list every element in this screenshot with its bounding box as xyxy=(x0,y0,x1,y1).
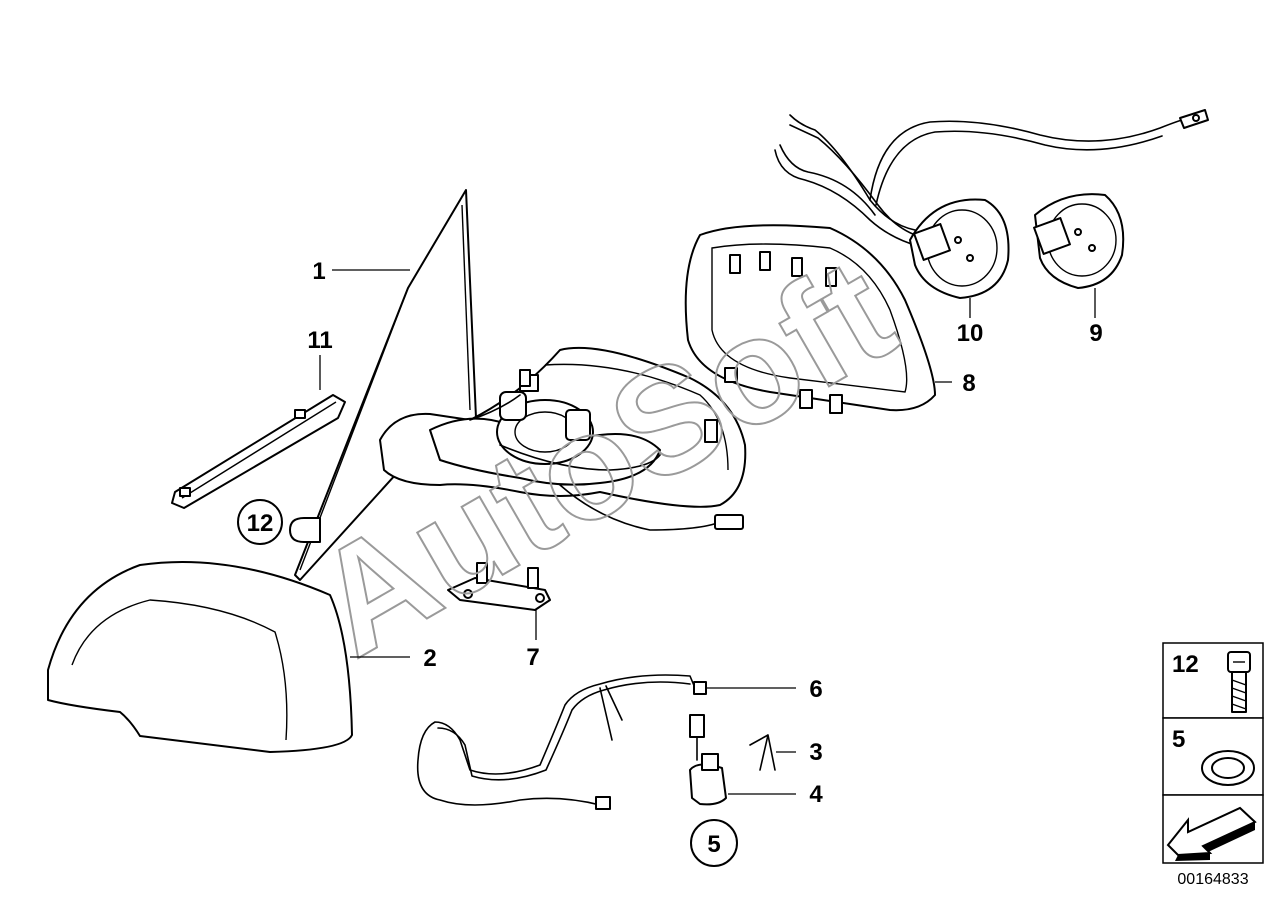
label-5: 5 xyxy=(707,831,720,858)
label-6: 6 xyxy=(809,676,822,703)
label-3: 3 xyxy=(809,739,822,766)
legend-label-5: 5 xyxy=(1172,726,1185,753)
sensor-part xyxy=(689,714,727,806)
label-11: 11 xyxy=(307,327,332,354)
seal-ring-icon xyxy=(1201,750,1255,786)
bolt-stub-part xyxy=(289,517,321,543)
bracket-part xyxy=(447,562,551,611)
label-10: 10 xyxy=(957,320,984,347)
label-7: 7 xyxy=(526,644,539,671)
motor-part xyxy=(1033,193,1125,289)
label-4: 4 xyxy=(809,781,823,808)
mirror-frame-part xyxy=(684,224,936,414)
circled-label-12: 12 xyxy=(237,499,283,545)
label-2: 2 xyxy=(423,645,436,672)
legend-panel: 12 5 xyxy=(1162,642,1264,864)
direction-arrow-icon xyxy=(1166,806,1257,861)
clip-part xyxy=(749,734,776,771)
legend-label-12: 12 xyxy=(1172,651,1199,678)
document-number: 00164833 xyxy=(1177,871,1248,888)
wiring-harness-part xyxy=(416,674,707,810)
label-8: 8 xyxy=(962,370,975,397)
trim-strip-part xyxy=(171,394,346,509)
leader-lines xyxy=(319,269,1096,795)
label-12: 12 xyxy=(247,510,274,537)
label-9: 9 xyxy=(1089,320,1102,347)
bolt-icon xyxy=(1227,651,1251,713)
label-1: 1 xyxy=(312,258,325,285)
motor-with-harness-part xyxy=(774,109,1209,299)
mirror-cover-part xyxy=(47,561,353,753)
circled-label-5: 5 xyxy=(690,819,738,867)
mirror-housing-part xyxy=(379,347,747,531)
